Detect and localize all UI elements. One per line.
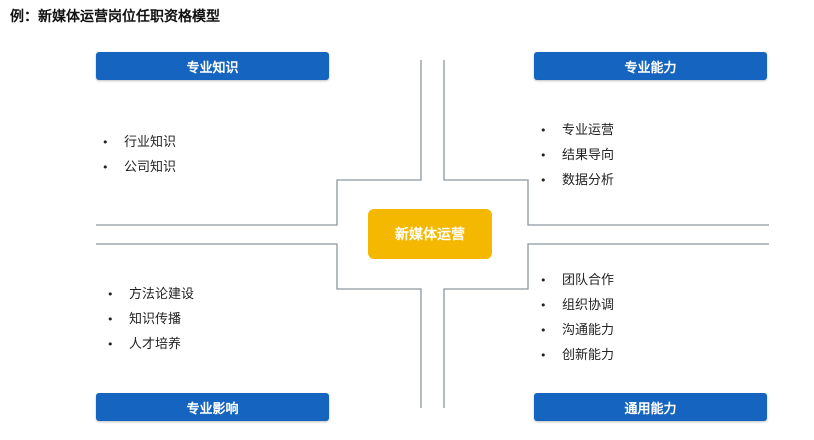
list-professional-knowledge: •行业知识 •公司知识 xyxy=(102,130,176,180)
list-item: •组织协调 xyxy=(540,293,614,318)
bullet-icon: • xyxy=(107,338,114,351)
list-item: •方法论建设 xyxy=(107,282,194,307)
connector-top-right xyxy=(443,60,769,226)
bullet-icon: • xyxy=(107,288,114,301)
header-label: 专业影响 xyxy=(186,401,239,417)
list-item: •公司知识 xyxy=(102,155,176,180)
list-general-ability: •团队合作 •组织协调 •沟通能力 •创新能力 xyxy=(540,268,614,368)
bullet-icon: • xyxy=(102,136,109,149)
header-general-ability: 通用能力 xyxy=(534,393,767,421)
connector-bottom-right xyxy=(443,243,769,408)
list-item: •知识传播 xyxy=(107,307,194,332)
page-title: 例：新媒体运营岗位任职资格模型 xyxy=(10,9,220,25)
list-item: •人才培养 xyxy=(107,332,194,357)
header-label: 专业能力 xyxy=(624,60,677,76)
bullet-icon: • xyxy=(540,174,547,187)
list-item: •结果导向 xyxy=(540,143,614,168)
header-label: 通用能力 xyxy=(624,401,677,417)
list-item: •团队合作 xyxy=(540,268,614,293)
connector-top-left xyxy=(96,60,422,226)
list-item: •沟通能力 xyxy=(540,318,614,343)
header-professional-influence: 专业影响 xyxy=(96,393,329,421)
bullet-icon: • xyxy=(540,324,547,337)
center-role-box: 新媒体运营 xyxy=(368,209,492,259)
center-label: 新媒体运营 xyxy=(395,227,465,243)
list-item: •专业运营 xyxy=(540,118,614,143)
header-professional-knowledge: 专业知识 xyxy=(96,52,329,80)
bullet-icon: • xyxy=(540,124,547,137)
header-professional-ability: 专业能力 xyxy=(534,52,767,80)
connector-bottom-left xyxy=(96,243,422,408)
bullet-icon: • xyxy=(107,313,114,326)
bullet-icon: • xyxy=(540,149,547,162)
bullet-icon: • xyxy=(540,299,547,312)
list-professional-influence: •方法论建设 •知识传播 •人才培养 xyxy=(107,282,194,357)
list-item: •数据分析 xyxy=(540,168,614,193)
header-label: 专业知识 xyxy=(186,60,239,76)
bullet-icon: • xyxy=(540,274,547,287)
list-professional-ability: •专业运营 •结果导向 •数据分析 xyxy=(540,118,614,193)
list-item: •行业知识 xyxy=(102,130,176,155)
list-item: •创新能力 xyxy=(540,343,614,368)
bullet-icon: • xyxy=(102,161,109,174)
bullet-icon: • xyxy=(540,349,547,362)
